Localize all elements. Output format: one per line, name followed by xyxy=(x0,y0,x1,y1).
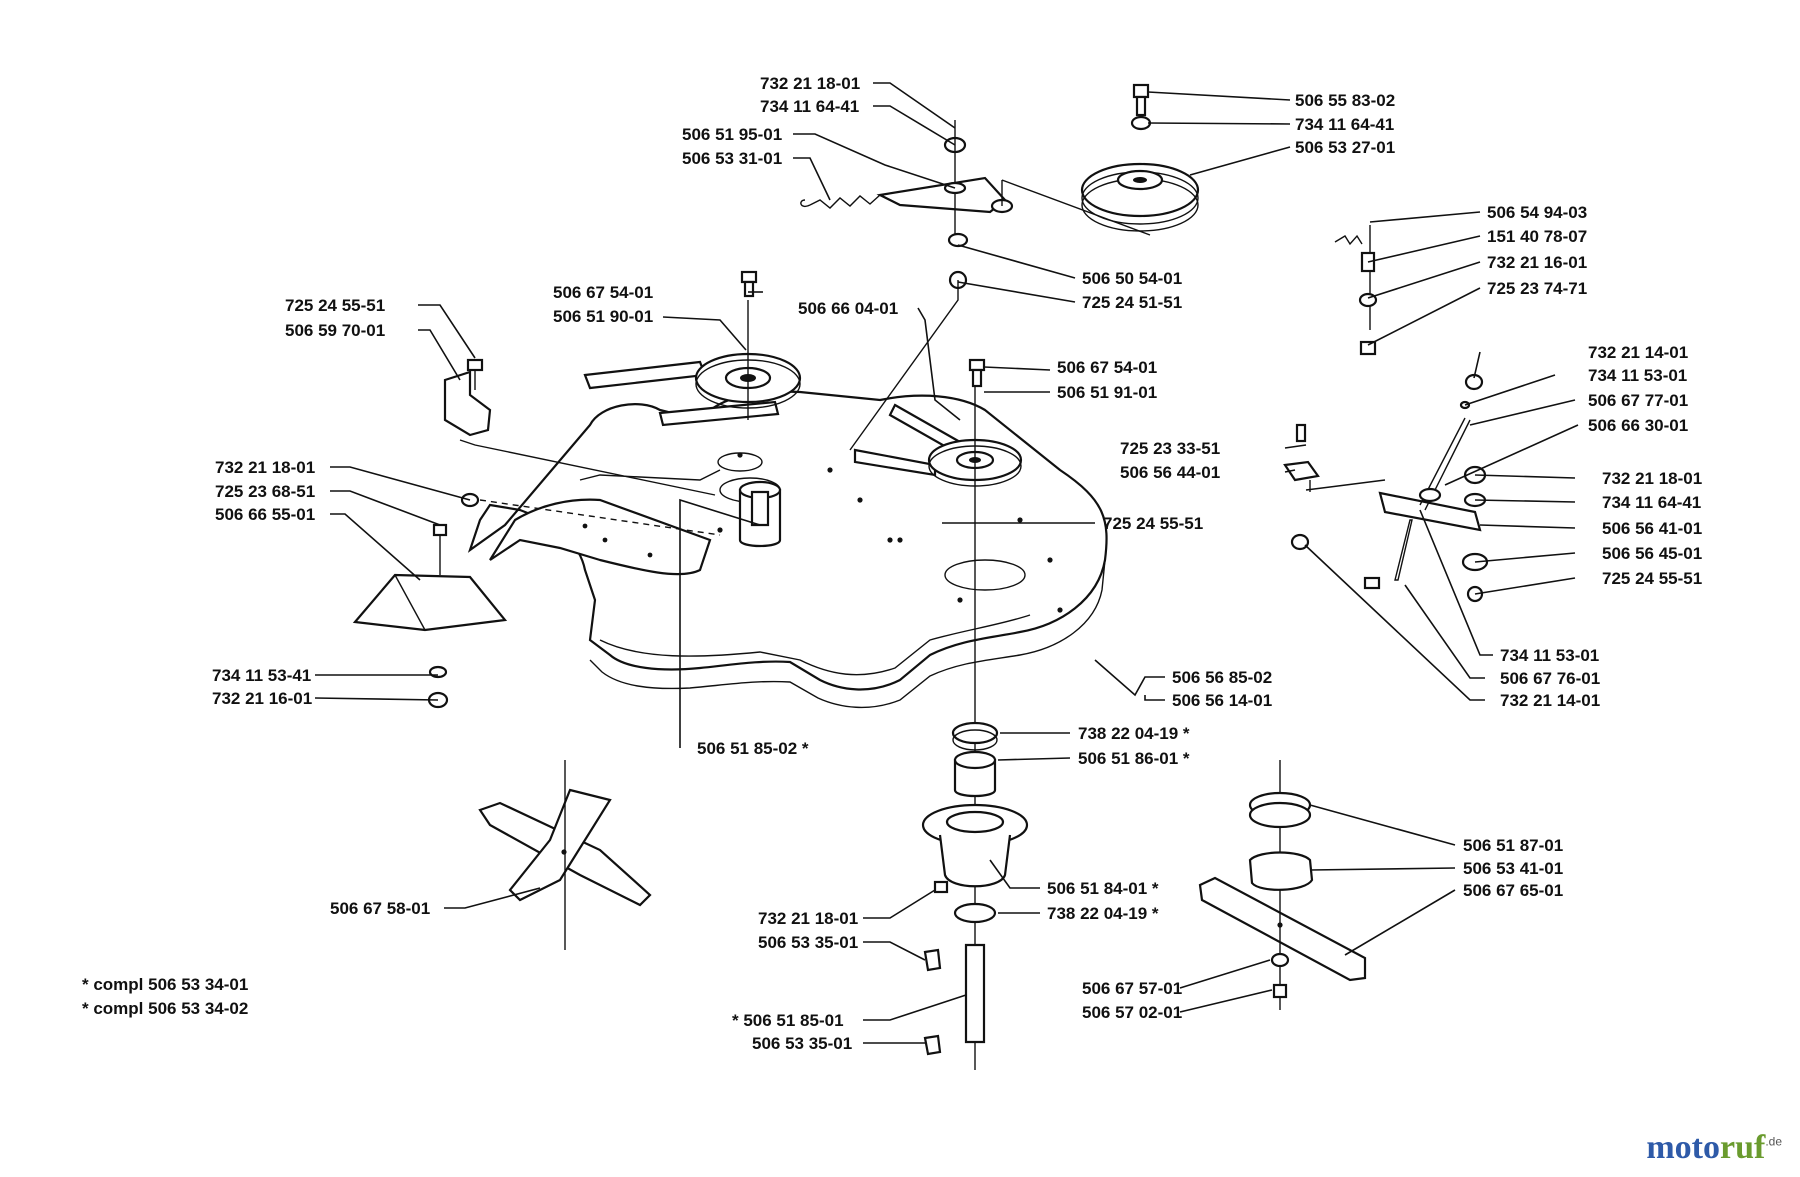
logo-suffix: .de xyxy=(1765,1134,1782,1149)
part-label: 506 50 54-01 xyxy=(1082,269,1182,288)
part-label: 725 24 55-51 xyxy=(1103,514,1203,533)
part-label: 725 24 55-51 xyxy=(1602,569,1702,588)
part-label: 506 56 14-01 xyxy=(1172,691,1272,710)
tension-spring-top xyxy=(800,194,881,209)
part-label: 725 24 51-51 xyxy=(1082,293,1182,312)
part-label: 725 23 33-51 xyxy=(1120,439,1220,458)
part-label: 732 21 16-01 xyxy=(1487,253,1587,272)
part-label: 506 66 04-01 xyxy=(798,299,898,318)
part-label: 506 67 58-01 xyxy=(330,899,430,918)
blade-right xyxy=(1198,760,1367,1010)
bracket-left xyxy=(443,358,716,496)
part-label: 506 55 83-02 xyxy=(1295,91,1395,110)
part-label: 151 40 78-07 xyxy=(1487,227,1587,246)
part-label: 506 51 91-01 xyxy=(1057,383,1157,402)
part-label: 506 67 54-01 xyxy=(1057,358,1157,377)
part-label: 506 53 35-01 xyxy=(752,1034,852,1053)
part-label: 506 56 41-01 xyxy=(1602,519,1702,538)
part-label: 734 11 64-41 xyxy=(1295,115,1394,134)
pulley-top-right xyxy=(1080,83,1200,232)
part-label: 725 23 74-71 xyxy=(1487,279,1587,298)
part-label: 725 24 55-51 xyxy=(285,296,385,315)
part-label: 506 59 70-01 xyxy=(285,321,385,340)
central-spindle xyxy=(921,700,1029,1070)
part-label: 506 51 95-01 xyxy=(682,125,782,144)
part-label: 734 11 64-41 xyxy=(1602,493,1701,512)
part-label: 725 23 68-51 xyxy=(215,482,315,501)
part-label: 506 67 65-01 xyxy=(1463,881,1563,900)
leader-lines xyxy=(314,82,1579,1044)
part-label: 506 51 84-01 * xyxy=(1047,879,1159,898)
part-label: 506 53 27-01 xyxy=(1295,138,1395,157)
part-label: 734 11 64-41 xyxy=(760,97,859,116)
main-pulley-left xyxy=(694,270,802,420)
deflector-plate xyxy=(352,573,508,632)
part-label: 734 11 53-01 xyxy=(1500,646,1599,665)
part-label: 732 21 14-01 xyxy=(1588,343,1688,362)
part-label: 738 22 04-19 * xyxy=(1078,724,1190,743)
part-label: 506 66 55-01 xyxy=(215,505,315,524)
part-label: 732 21 18-01 xyxy=(215,458,315,477)
part-label: 506 56 45-01 xyxy=(1602,544,1702,563)
part-label: * 506 51 85-01 xyxy=(732,1011,844,1030)
part-label: 506 51 87-01 xyxy=(1463,836,1563,855)
footnote-1: * compl 506 53 34-01 xyxy=(82,975,249,994)
part-label: 732 21 16-01 xyxy=(212,689,312,708)
part-label: 734 11 53-41 xyxy=(212,666,311,685)
spindle-pulley-right xyxy=(927,358,1023,700)
part-label: 506 53 41-01 xyxy=(1463,859,1563,878)
part-label: 506 67 76-01 xyxy=(1500,669,1600,688)
small-parts-top-right xyxy=(1334,225,1378,356)
part-label: 732 21 18-01 xyxy=(760,74,860,93)
part-label: 506 51 85-02 * xyxy=(697,739,809,758)
logo-main: moto xyxy=(1646,1129,1720,1166)
tension-assembly-right xyxy=(1290,373,1489,603)
part-label: 734 11 53-01 xyxy=(1588,366,1687,385)
part-label: 506 56 85-02 xyxy=(1172,668,1272,687)
side-chute xyxy=(489,498,712,576)
idler-arm xyxy=(849,120,1151,451)
footnote-2: * compl 506 53 34-02 xyxy=(82,999,249,1018)
part-label: 506 51 90-01 xyxy=(553,307,653,326)
part-label: 506 53 35-01 xyxy=(758,933,858,952)
block-small xyxy=(1283,423,1320,492)
part-label: 738 22 04-19 * xyxy=(1047,904,1159,923)
part-label: 506 67 54-01 xyxy=(553,283,653,302)
part-label: 506 56 44-01 xyxy=(1120,463,1220,482)
blade-left xyxy=(478,760,652,950)
part-label: 506 54 94-03 xyxy=(1487,203,1587,222)
part-labels: 732 21 18-01 734 11 64-41 506 51 95-01 5… xyxy=(212,74,1702,1053)
part-label: 506 67 57-01 xyxy=(1082,979,1182,998)
site-logo: motoruf.de xyxy=(1646,1129,1782,1167)
part-label: 506 66 30-01 xyxy=(1588,416,1688,435)
part-label: 506 51 86-01 * xyxy=(1078,749,1190,768)
spindle-housing-left xyxy=(717,452,782,548)
part-label: 732 21 14-01 xyxy=(1500,691,1600,710)
part-label: 506 67 77-01 xyxy=(1588,391,1688,410)
part-label: 732 21 18-01 xyxy=(1602,469,1702,488)
part-label: 732 21 18-01 xyxy=(758,909,858,928)
part-label: 506 53 31-01 xyxy=(682,149,782,168)
part-label: 506 57 02-01 xyxy=(1082,1003,1182,1022)
logo-accent: ruf xyxy=(1719,1129,1766,1166)
